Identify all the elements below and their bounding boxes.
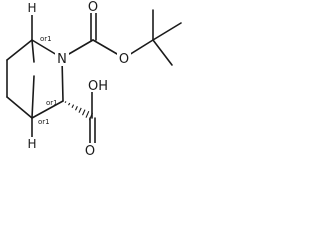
atom-labels: N O O O OH H H <box>27 0 129 159</box>
atom-bridgehead-top-hydrogen: H <box>27 1 36 15</box>
bridge-bonds <box>31 39 35 119</box>
bond-c7-c4 <box>31 75 35 119</box>
hashed-bond-c3-carboxyl <box>64 101 94 121</box>
bond-c1-c7 <box>31 39 35 63</box>
bond-c3-c4 <box>31 100 64 119</box>
bond-c5-c4 <box>6 96 33 119</box>
atom-acid-carbonyl-oxygen: O <box>85 144 95 159</box>
stereo-label-bottom-bridgehead: or1 <box>38 118 50 126</box>
bond-c9-methyl-down <box>152 39 173 66</box>
bond-c1-c6 <box>6 39 33 61</box>
atom-boc-carbonyl-oxygen: O <box>88 0 98 15</box>
stereo-label-alpha-carbon: or1 <box>46 99 58 107</box>
stereo-label-top-bridgehead: or1 <box>40 35 52 43</box>
boc-group <box>61 9 182 66</box>
label-masks <box>26 0 131 158</box>
chemical-structure-diagram: N O O O OH H H or1 or1 or1 <box>6 0 182 159</box>
stereo-labels: or1 or1 or1 <box>38 35 58 126</box>
atom-bridgehead-bottom-hydrogen: H <box>27 137 36 151</box>
atom-acid-hydroxyl: OH <box>88 79 108 94</box>
atom-nitrogen: N <box>57 52 67 67</box>
bond-c9-methyl-right <box>152 22 182 41</box>
atom-boc-ester-oxygen: O <box>119 52 129 67</box>
